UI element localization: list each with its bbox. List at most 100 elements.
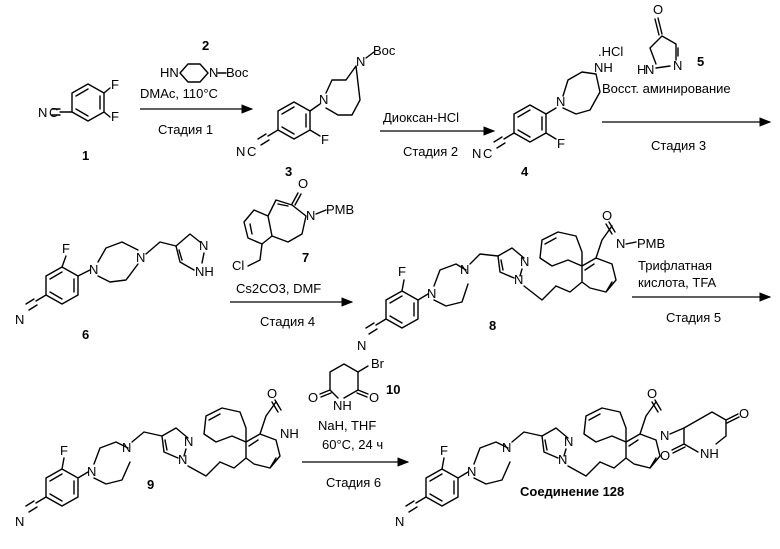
- atom-n-label: N: [645, 62, 654, 77]
- atom-n-label: N: [199, 238, 208, 253]
- bond-n-ch2-aryl: [524, 286, 556, 300]
- atom-f-label: F: [62, 241, 70, 256]
- atom-nh-label: NH: [333, 398, 352, 413]
- bond-c-br: [358, 366, 368, 372]
- step-1-label: Стадия 1: [158, 122, 213, 137]
- atom-o-label: O: [369, 390, 379, 405]
- bond-n-n: [202, 253, 204, 263]
- boc-group-label: Boc: [373, 43, 396, 58]
- aromatic-double-bonds: [50, 272, 74, 299]
- bond-cn: [26, 295, 46, 310]
- step-3-label: Стадия 3: [651, 138, 706, 153]
- compound-number: 3: [285, 164, 292, 179]
- compound-number: 9: [147, 477, 154, 492]
- compound-number: 8: [489, 318, 496, 333]
- atom-n-label: N: [673, 58, 682, 73]
- atom-o-label: O: [647, 386, 657, 401]
- atom-n-label: N: [178, 452, 187, 467]
- bond-n-aryl: [546, 108, 556, 114]
- atom-n-label: N: [520, 254, 529, 269]
- atom-n-label: N: [15, 312, 24, 327]
- step-4: O N PMB Cl 7 Cs2CO3, DMF Стадия 4: [230, 176, 354, 329]
- step-4-label: Стадия 4: [260, 314, 315, 329]
- step-6: Br O O NH 10 NaH, THF 60°C, 24 ч Стадия …: [302, 356, 408, 490]
- atom-c-label: C: [247, 144, 256, 159]
- bond-n-pmb: [626, 242, 636, 244]
- atom-n-label: N: [122, 440, 131, 455]
- atom-n-label: N: [236, 144, 245, 159]
- bond-cn: [406, 497, 426, 512]
- atom-f-label: F: [398, 264, 406, 279]
- step-2-conditions: Диоксан-HCl: [383, 110, 459, 125]
- atom-n-label: N: [395, 514, 404, 529]
- atom-o-label: O: [739, 406, 749, 421]
- naphthalene-lactam: [244, 200, 306, 244]
- atom-n-label: N: [556, 94, 565, 109]
- bond-f: [310, 130, 320, 136]
- bond-f1: [104, 88, 110, 93]
- bond-cn: [366, 319, 386, 334]
- piperazine-ring: [563, 72, 600, 114]
- compound-9-structure: F N N N N O NH N 9: [15, 386, 299, 529]
- bond-f: [62, 256, 66, 267]
- atom-n-label: N: [460, 262, 469, 277]
- hcl-salt-label: .HCl: [598, 44, 623, 59]
- atom-nh-label: NH: [700, 446, 719, 461]
- step-5-conditions-line2: кислота, TFA: [638, 275, 717, 290]
- compound-4-structure: N NH .HCl F N C 4: [472, 44, 623, 179]
- compound-number: 4: [521, 164, 529, 179]
- compound-number: 5: [697, 54, 704, 69]
- bond-carbonyl: [320, 390, 368, 397]
- step-4-conditions: Cs2CO3, DMF: [236, 281, 321, 296]
- step-2-label: Стадия 2: [403, 144, 458, 159]
- atom-o-label: O: [602, 208, 612, 223]
- atom-n-label: N: [209, 65, 218, 80]
- atom-n-label: N: [427, 286, 436, 301]
- bond-f: [402, 280, 404, 291]
- bond-ch2: [470, 254, 498, 264]
- atom-o-label: O: [308, 390, 318, 405]
- bond-cn: [494, 133, 514, 148]
- compound-number: 7: [302, 250, 309, 265]
- compound-128-label: Соединение 128: [520, 484, 624, 499]
- compound-number: 2: [202, 38, 209, 53]
- compound-6-structure: F N N N NH N 6: [15, 234, 214, 342]
- boc-group-label: Boc: [226, 65, 249, 80]
- pmb-group-label: PMB: [326, 202, 354, 217]
- atom-n-label: N: [306, 208, 315, 223]
- bond-aldehyde: [655, 18, 662, 35]
- step-6-label: Стадия 6: [326, 475, 381, 490]
- atom-n-label: N: [467, 464, 476, 479]
- bond-f: [442, 458, 444, 469]
- atom-o-label: O: [298, 176, 308, 191]
- compound-8-structure: F N N N N O N PMB N 8: [357, 208, 665, 353]
- naphthalene-lactam: [584, 402, 660, 468]
- bond-cn: [26, 497, 46, 512]
- atom-n-label: N: [87, 464, 96, 479]
- atom-f-label: F: [440, 443, 448, 458]
- atom-n-label: N: [319, 92, 328, 107]
- atom-nh-label: NH: [195, 264, 214, 279]
- step-6-conditions-line2: 60°C, 24 ч: [322, 437, 383, 452]
- atom-o-label: O: [660, 448, 670, 463]
- bond-ch2: [146, 242, 176, 254]
- atom-f-label: F: [111, 77, 119, 92]
- bond-n-n: [656, 66, 670, 68]
- step-1: 2 HN N Boc DMAc, 110°C Стадия 1: [140, 38, 252, 137]
- aromatic-double-bonds: [518, 110, 542, 137]
- atom-n-label: N: [15, 514, 24, 529]
- atom-n-label: N: [89, 262, 98, 277]
- atom-o-label: O: [653, 2, 663, 17]
- aromatic-double-bonds: [390, 296, 414, 323]
- atom-nh-label: NH: [280, 426, 299, 441]
- bond-cn: [258, 130, 278, 145]
- atom-hn-label: HN: [160, 65, 179, 80]
- glutarimide-ring: [330, 364, 358, 398]
- aromatic-double-bonds: [50, 474, 74, 501]
- compound-128-structure: F N N N N O N O O NH N Соединение 128: [395, 386, 749, 529]
- compound-number: 10: [386, 382, 400, 397]
- step-5-conditions-line1: Трифлатная: [638, 258, 712, 273]
- atom-n-label: N: [472, 146, 481, 161]
- atom-c-label: C: [49, 105, 58, 120]
